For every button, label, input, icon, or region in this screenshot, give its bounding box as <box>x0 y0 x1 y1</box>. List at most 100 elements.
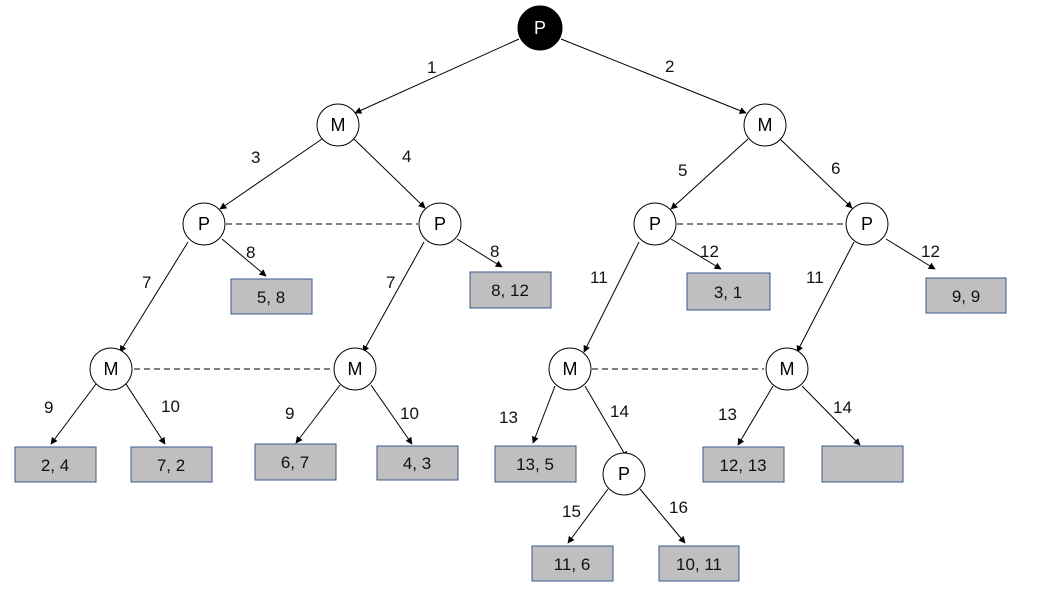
leaf-6-7-label: 6, 7 <box>281 453 309 472</box>
node-m-left: M <box>316 103 360 147</box>
leaf-4-3-label: 4, 3 <box>403 454 431 473</box>
edge-15 <box>567 488 609 544</box>
edge-label-14b: 14 <box>833 398 852 417</box>
leaf-6-7: 6, 7 <box>254 443 337 481</box>
leaf-11-6: 11, 6 <box>531 545 614 582</box>
edge-label-7b: 7 <box>386 273 395 292</box>
edge-10b <box>370 384 413 445</box>
edge-label-8a: 8 <box>246 243 255 262</box>
node-m-right-label: M <box>758 115 773 135</box>
node-m-lr: M <box>333 347 377 391</box>
edge-12b <box>885 238 936 270</box>
leaf-13-5: 13, 5 <box>494 445 577 483</box>
root-node: P <box>517 5 563 51</box>
leaf-3-1-label: 3, 1 <box>714 283 742 302</box>
leaf-12-13: 12, 13 <box>702 446 785 483</box>
edge-label-8b: 8 <box>490 242 499 261</box>
node-m-rr-label: M <box>780 359 795 379</box>
leaf-5-8-label: 5, 8 <box>257 288 285 307</box>
node-m-ll: M <box>89 347 133 391</box>
information-set-lines <box>134 223 845 370</box>
node-m-ll-label: M <box>104 359 119 379</box>
node-p-bottom-label: P <box>618 464 630 484</box>
node-m-left-label: M <box>331 115 346 135</box>
edge-3 <box>219 138 323 210</box>
node-m-rl: M <box>548 347 592 391</box>
edge-4 <box>353 138 426 209</box>
node-p-lr: P <box>418 202 462 246</box>
node-p-lr-label: P <box>434 214 446 234</box>
leaf-3-1: 3, 1 <box>686 272 771 311</box>
decision-nodes: P M M P P P P M <box>89 5 889 496</box>
leaf-10-11-label: 10, 11 <box>676 555 722 574</box>
edge-14b <box>801 385 861 446</box>
node-m-right: M <box>743 103 787 147</box>
leaf-11-6-label: 11, 6 <box>554 555 591 574</box>
leaf-4-3: 4, 3 <box>376 445 459 481</box>
leaf-8-12: 8, 12 <box>469 271 552 309</box>
edge-label-11a: 11 <box>590 268 608 287</box>
edge-label-13a: 13 <box>499 408 518 427</box>
edge-label-10b: 10 <box>400 404 419 423</box>
edge-13a <box>532 385 556 444</box>
edge-8b <box>456 238 503 268</box>
edge-1 <box>354 38 520 114</box>
leaf-9-9: 9, 9 <box>925 277 1007 314</box>
node-p-ll: P <box>182 202 226 246</box>
edge-11b <box>796 241 855 353</box>
node-m-rl-label: M <box>563 359 578 379</box>
edge-label-10a: 10 <box>161 397 180 416</box>
edge-label-4: 4 <box>402 147 411 166</box>
edge-8a <box>221 238 267 277</box>
edge-label-9a: 9 <box>44 398 53 417</box>
root-node-label: P <box>534 18 546 38</box>
edge-labels: 1 2 3 4 5 6 8 8 12 12 7 7 11 11 9 10 9 1… <box>44 57 940 521</box>
node-p-ll-label: P <box>198 214 210 234</box>
node-m-rr: M <box>765 347 809 391</box>
edge-9a <box>50 383 97 445</box>
leaf-12-13-label: 12, 13 <box>719 456 766 475</box>
edge-5 <box>670 138 749 210</box>
leaf-5-8: 5, 8 <box>230 278 313 315</box>
node-p-rr-label: P <box>861 214 873 234</box>
edge-label-3: 3 <box>251 148 260 167</box>
edge-13b <box>737 385 774 446</box>
payoff-boxes: 5, 8 8, 12 3, 1 9, 9 2, 4 7, 2 6, 7 4, <box>14 271 1007 582</box>
node-p-bottom: P <box>602 452 646 496</box>
edge-label-12b: 12 <box>921 242 940 261</box>
leaf-9-9-label: 9, 9 <box>952 287 980 306</box>
leaf-7-2-label: 7, 2 <box>157 456 185 475</box>
edge-label-1: 1 <box>427 58 436 77</box>
edge-7a <box>119 241 189 353</box>
edge-label-7a: 7 <box>142 273 151 292</box>
edge-12a <box>670 238 722 270</box>
edge-label-5: 5 <box>678 161 687 180</box>
edge-label-2: 2 <box>665 57 674 76</box>
node-p-rl-label: P <box>649 214 661 234</box>
leaf-13-5-label: 13, 5 <box>516 455 554 474</box>
edge-2 <box>560 38 747 114</box>
edge-label-11b: 11 <box>806 268 824 287</box>
edge-label-12a: 12 <box>700 242 719 261</box>
leaf-7-2: 7, 2 <box>130 446 213 483</box>
edge-16 <box>639 488 686 544</box>
leaf-8-12-label: 8, 12 <box>491 281 529 300</box>
leaf-2-4: 2, 4 <box>14 446 97 483</box>
leaf-empty <box>821 445 904 483</box>
edge-9b <box>295 384 341 444</box>
leaf-2-4-label: 2, 4 <box>41 456 69 475</box>
leaf-10-11: 10, 11 <box>658 545 740 582</box>
node-p-rl: P <box>633 202 677 246</box>
edge-label-14a: 14 <box>610 402 629 421</box>
edge-label-9b: 9 <box>285 404 294 423</box>
node-p-rr: P <box>845 202 889 246</box>
node-m-lr-label: M <box>348 359 363 379</box>
edge-14a <box>584 385 628 459</box>
tree-edges <box>50 38 936 544</box>
edge-10a <box>125 383 166 445</box>
edge-label-16: 16 <box>669 498 688 517</box>
edge-7b <box>362 241 425 353</box>
edge-label-6: 6 <box>831 159 840 178</box>
edge-11a <box>583 241 640 353</box>
